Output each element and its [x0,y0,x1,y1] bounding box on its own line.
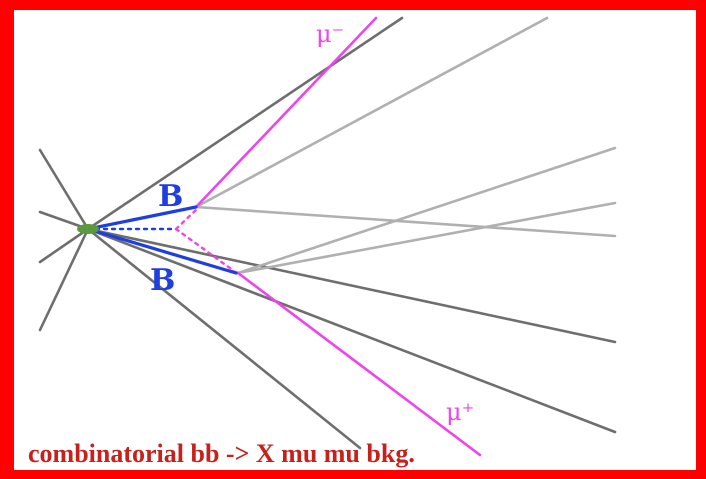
combination-lines [88,210,234,271]
caption-text: combinatorial bb -> X mu mu bkg. [28,439,415,468]
prompt-track [40,150,88,229]
mu-minus-label: μ⁻ [316,20,344,48]
prompt-track [88,18,402,229]
b-upper-label: B [158,179,183,214]
secondary-tracks-lower [238,148,615,273]
secondary-track [196,18,547,207]
secondary-tracks-upper [196,18,615,236]
mu-minus-track [196,18,376,207]
secondary-track [196,207,615,236]
secondary-track [238,148,615,273]
mu-plus-track [238,273,480,455]
prompt-track [88,229,360,448]
b-lower-label: B [150,263,175,298]
mu-plus-label: μ⁺ [446,398,474,426]
primary-vertex [77,224,99,234]
prompt-track [88,229,615,432]
prompt-tracks [40,18,615,448]
